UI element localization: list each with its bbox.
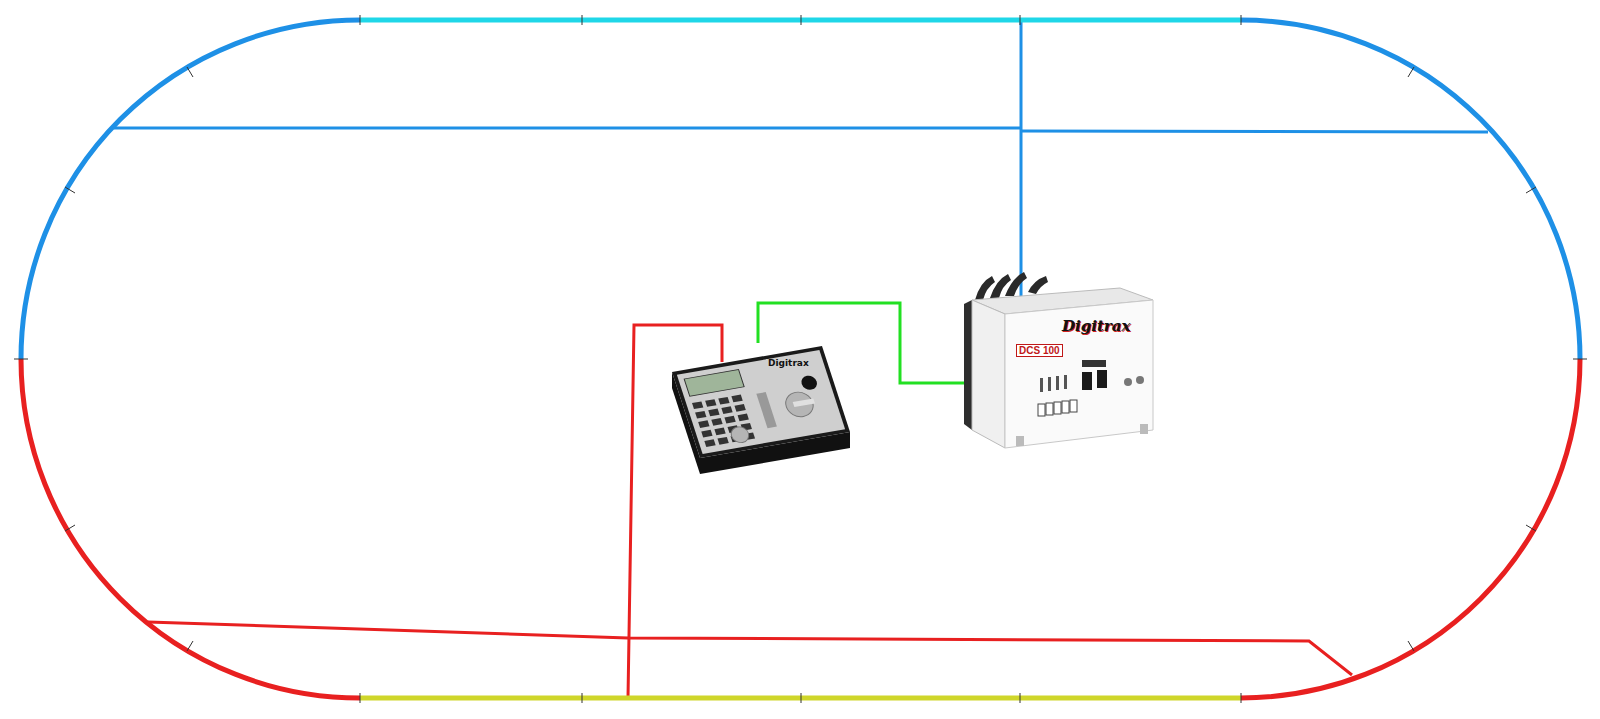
command-station-illustration (964, 272, 1153, 448)
rail-joints (14, 15, 1587, 703)
brand-logo: Digitrax (766, 359, 811, 369)
red-feeder-wire (148, 622, 1352, 675)
blue-feeder-wire (114, 127, 1021, 130)
blue-feeder-wire (1020, 20, 1023, 298)
throttle-illustration (672, 346, 850, 474)
track-curve (21, 359, 360, 698)
model-label: DCS 100 (1016, 344, 1063, 357)
track-curve (21, 20, 360, 359)
throttle-device: Digitrax (671, 343, 857, 476)
track-curve (1241, 20, 1580, 359)
network-cable (758, 303, 964, 383)
track-curve (1241, 359, 1580, 698)
blue-feeder-wire (1021, 131, 1488, 132)
command-station-device: DCS 100 Digitrax (964, 272, 1156, 452)
brand-logo: Digitrax (1060, 318, 1132, 335)
